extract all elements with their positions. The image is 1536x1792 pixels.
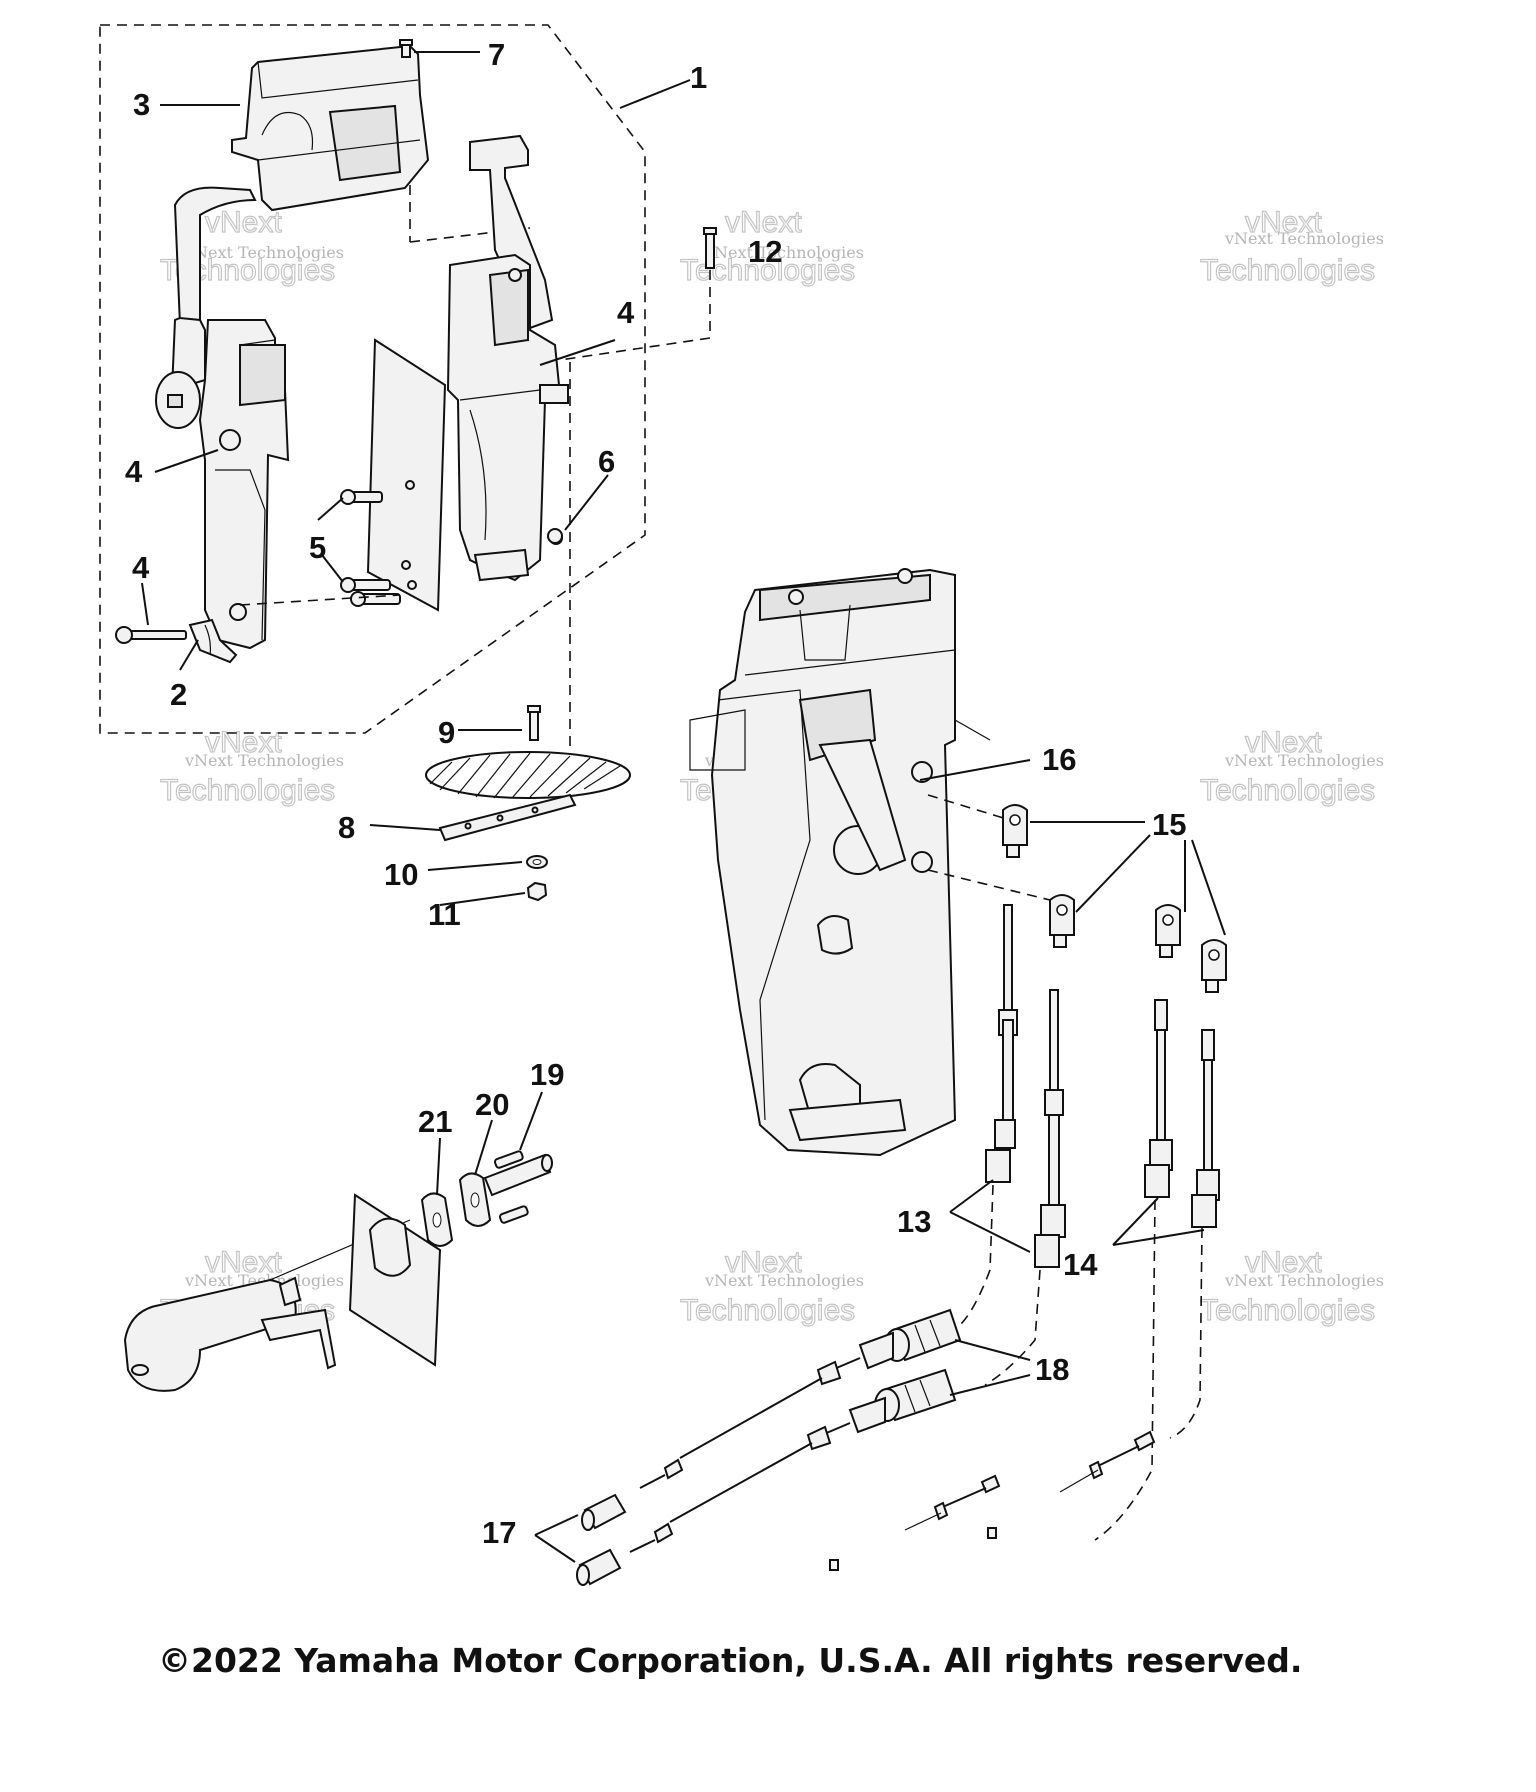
watermark-text: Technologies <box>680 1294 855 1327</box>
part-nut-11 <box>526 881 548 902</box>
watermark: vNext Technologies vNext Technologies <box>159 725 344 807</box>
watermark: vNext Technologies vNext Technologies <box>679 1245 864 1327</box>
clevis <box>1155 904 1181 958</box>
callout-20: 20 <box>475 1087 509 1122</box>
watermark-text: vNext Technologies <box>1224 1271 1384 1290</box>
watermark-text: vNext <box>1245 1246 1322 1279</box>
callout-4-bolt: 4 <box>132 550 150 585</box>
part-washer-10 <box>526 855 548 869</box>
callout-16: 16 <box>1042 742 1076 777</box>
part-bolt-12 <box>703 227 717 269</box>
part-gasket-20 <box>458 1172 492 1227</box>
part-cover <box>231 44 430 212</box>
watermark-text: vNext <box>205 726 282 759</box>
part-screw-7 <box>399 39 413 58</box>
callouts: 1 2 3 4 4 4 5 6 7 8 9 10 11 12 13 14 15 … <box>125 37 1186 1550</box>
callout-19: 19 <box>530 1057 564 1092</box>
part-center-plate <box>366 338 447 612</box>
callout-21: 21 <box>418 1104 452 1139</box>
watermark-text: vNext Technologies <box>1224 229 1384 248</box>
callout-17: 17 <box>482 1515 516 1550</box>
callout-12: 12 <box>748 234 782 269</box>
watermark-text: vNext <box>725 1246 802 1279</box>
watermark-text: vNext Technologies <box>184 243 344 262</box>
copyright-text: ©2022 Yamaha Motor Corporation, U.S.A. A… <box>158 1641 1302 1680</box>
watermark: vNext Technologies vNext Technologies <box>1199 1245 1384 1327</box>
watermark-text: vNext Technologies <box>1224 751 1384 770</box>
watermark-text: Technologies <box>1200 1294 1375 1327</box>
part-bolt-4 <box>115 626 187 644</box>
callout-15: 15 <box>1152 807 1186 842</box>
part-shaft-19 <box>483 1150 553 1224</box>
clevis <box>1201 939 1227 993</box>
part-bracket-2 <box>188 618 238 664</box>
part-gasket <box>425 751 631 799</box>
watermark-text: vNext <box>1245 726 1322 759</box>
clevis <box>1049 894 1075 948</box>
callout-14: 14 <box>1063 1247 1098 1282</box>
part-bar-8 <box>438 793 577 842</box>
watermark: vNext Technologies vNext Technologies <box>679 205 864 287</box>
part-cable-rods <box>985 904 1220 1268</box>
part-caps-17 <box>576 1493 627 1586</box>
callout-11: 11 <box>428 897 461 932</box>
part-control-unit-left <box>155 186 290 650</box>
part-control-housing <box>689 568 991 1157</box>
callout-10: 10 <box>384 857 418 892</box>
part-cables <box>629 1331 1156 1553</box>
callout-4-left: 4 <box>125 454 143 489</box>
callout-6: 6 <box>598 444 615 479</box>
watermark: vNext Technologies vNext Technologies <box>1199 725 1384 807</box>
callout-1: 1 <box>690 60 707 95</box>
watermark-text: vNext Technologies <box>704 1271 864 1290</box>
part-cable-ends-18 <box>874 1308 962 1422</box>
part-screws-5 <box>340 489 401 607</box>
callout-3: 3 <box>133 87 150 122</box>
callout-18: 18 <box>1035 1352 1069 1387</box>
part-bolt-9 <box>527 705 541 741</box>
part-clevises-15 <box>1002 804 1227 993</box>
watermark-text: Technologies <box>1200 774 1375 807</box>
callout-13: 13 <box>897 1204 931 1239</box>
watermark-text: Technologies <box>1200 254 1375 287</box>
callout-2: 2 <box>170 677 187 712</box>
callout-4-right: 4 <box>617 295 635 330</box>
part-control-unit-right <box>446 134 569 582</box>
part-pins <box>829 1527 997 1571</box>
watermark-text: vNext <box>1245 206 1322 239</box>
part-lever-assembly <box>123 1193 442 1392</box>
part-gasket-21 <box>420 1192 454 1247</box>
clevis <box>1002 804 1028 858</box>
watermark-text: vNext <box>205 1246 282 1279</box>
watermark-text: Technologies <box>160 774 335 807</box>
callout-7: 7 <box>488 37 505 72</box>
watermark-text: vNext <box>205 206 282 239</box>
watermark-text: vNext <box>725 206 802 239</box>
callout-9: 9 <box>438 715 455 750</box>
assembly-boundary <box>99 24 646 734</box>
watermark: vNext Technologies vNext Technologies <box>1199 205 1384 287</box>
part-nut-6 <box>547 528 563 544</box>
callout-8: 8 <box>338 810 355 845</box>
watermark-text: vNext Technologies <box>184 751 344 770</box>
watermark-text: vNext Technologies <box>704 243 864 262</box>
callout-5: 5 <box>309 530 326 565</box>
